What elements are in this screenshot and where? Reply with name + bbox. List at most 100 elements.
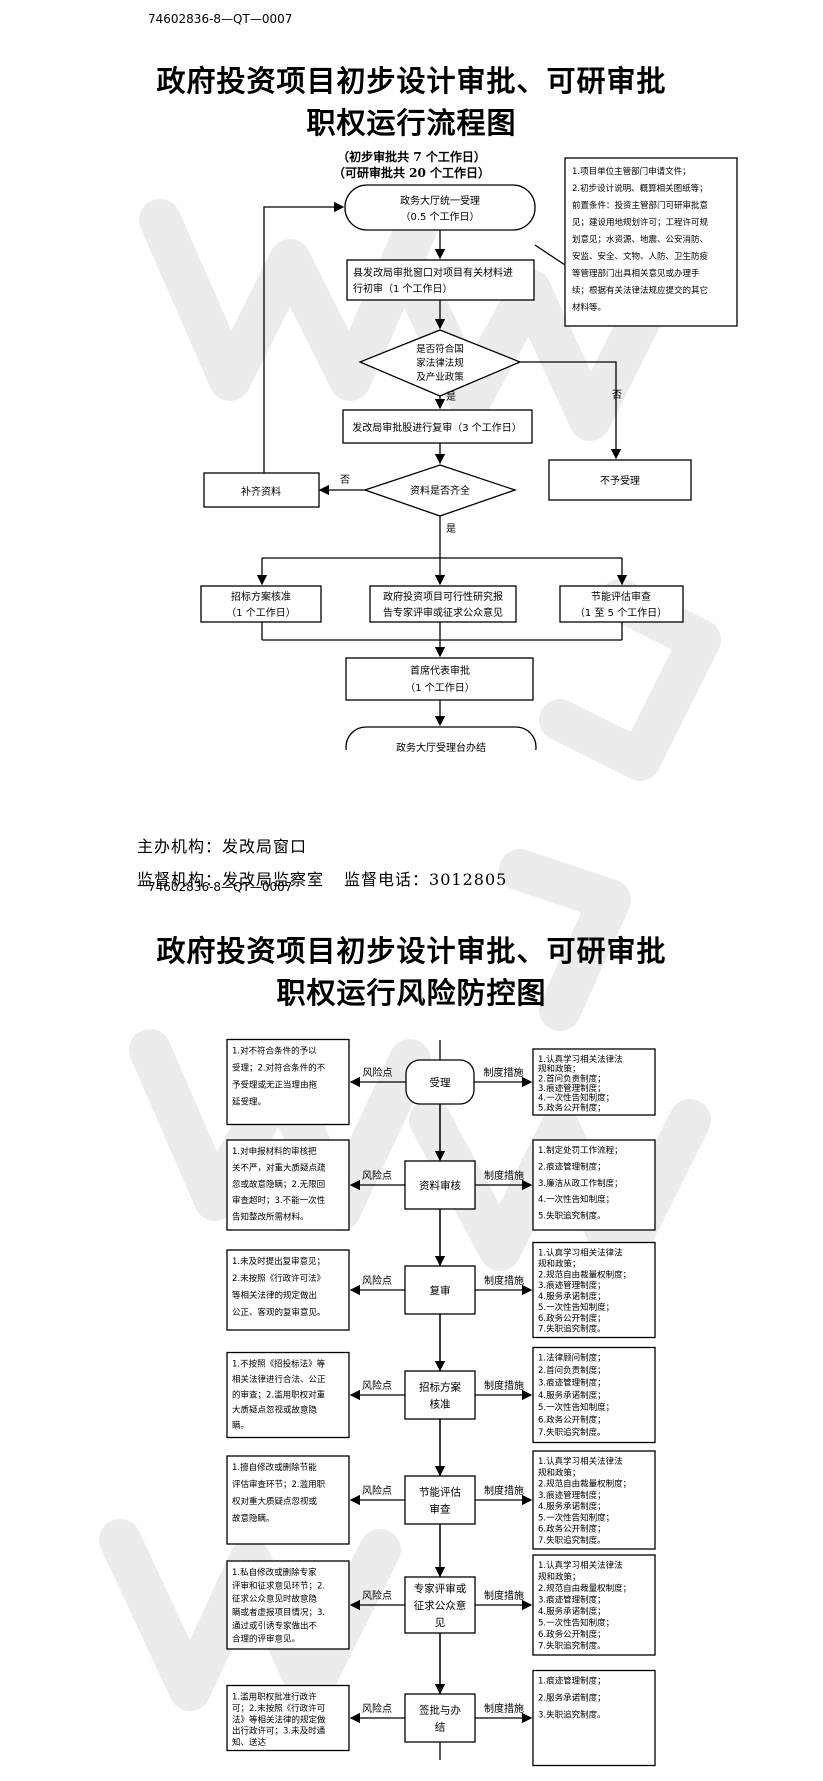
measure-text-line: 5.失职追究制度。: [538, 1211, 606, 1222]
risk-text-line: 审查超时；3.不能一次性: [232, 1195, 326, 1206]
measure-text-line: 3.痕迹管理制度；: [538, 1595, 606, 1606]
measure-text-line: 7.失职追究制度。: [538, 1535, 606, 1546]
step-label: 结: [435, 1721, 446, 1734]
measure-text-line: 3.痕迹管理制度；: [538, 1377, 606, 1388]
risk-box: [226, 1038, 350, 1126]
chief-label-2: （1 个工作日）: [405, 682, 475, 694]
measure-text-line: 5.政务公开制度；: [538, 1102, 606, 1113]
decision-materials-complete: 资料是否齐全: [362, 464, 518, 517]
flow-subtitle-1: （初步审批共 7 个工作日）: [337, 150, 486, 164]
note-line: 安监、安全、文物、人防、卫生防疫: [572, 251, 709, 262]
measure-text-line: 2.首问负责制度；: [538, 1073, 606, 1084]
flow-title-line2: 职权运行流程图: [306, 106, 517, 140]
risk-point-label: 风险点: [362, 1702, 392, 1715]
measure-text-line: 6.政务公开制度；: [538, 1629, 606, 1640]
risk-text-line: 评审和征求意见环节；2.: [232, 1580, 325, 1591]
chief-label-1: 首席代表审批: [410, 664, 470, 677]
risk-row: 专家评审或征求公众意见1.私自修改或删除专家评审和征求意见环节；2.征求公众意见…: [226, 1554, 656, 1695]
measure-label: 制度措施: [484, 1702, 524, 1715]
risk-box: [226, 1249, 350, 1331]
measure-text-line: 5.一次性告知制度；: [538, 1618, 614, 1629]
measure-text-line: 1.认真学习相关法律法: [538, 1456, 623, 1467]
risk-text-line: 可；2.未按照《行政许可: [232, 1703, 326, 1714]
host-org-value: 发改局窗口: [222, 837, 308, 856]
note-line: 前置条件：投资主管部门可研审批意: [572, 200, 708, 211]
risk-text-line: 评估审查环节；2.滥用职: [232, 1479, 326, 1490]
risk-row: 招标方案核准1.不按照《招投标法》等相关法律进行合法、公正的审查；2.滥用职权对…: [226, 1346, 656, 1477]
risk-text-line: 关不严，对重大质疑点疏: [232, 1162, 326, 1173]
measure-text-line: 1.法律顾问制度；: [538, 1353, 606, 1364]
feasibility-review-box: 政府投资项目可行性研究报 告专家评审或征求公众意见: [369, 585, 517, 623]
step-box: [404, 1576, 476, 1634]
decision2-no-label: 否: [340, 474, 350, 486]
risk-text-line: 出行政许可；3.未及时通: [232, 1726, 326, 1737]
measure-text-line: 2.服务承诺制度；: [538, 1693, 606, 1704]
step-box: [404, 1693, 476, 1743]
phone-label: 监督电话：: [344, 870, 430, 889]
step-box: [404, 1475, 476, 1525]
flow-subtitle-2: （可研审批共 20 个工作日）: [332, 166, 491, 180]
decision1-label-1: 是否符合国: [416, 343, 464, 355]
measure-text-line: 4.服务承诺制度；: [538, 1390, 606, 1401]
risk-box: [226, 1560, 350, 1650]
risk-text-line: 受理；2.对符合条件的不: [232, 1063, 326, 1074]
risk-text-line: 相关法律进行合法、公正: [232, 1374, 326, 1385]
end-node-text: 政务大厅受理台办结: [396, 741, 486, 754]
risk-text-line: 1.不按照《招投标法》等: [232, 1359, 326, 1370]
risk-row: 受理1.对不符合条件的予以受理；2.对符合条件的不予受理或无正当理由拖延受理。1…: [226, 1038, 656, 1162]
risk-row: 节能评估审查1.擅自修改或删除节能评估审查环节；2.滥用职权对重大质疑点忽视或故…: [226, 1450, 656, 1578]
risk-text-line: 1.私自修改或删除专家: [232, 1567, 317, 1578]
risk-text-line: 1.对申报材料的审核把: [232, 1146, 317, 1157]
decision2-label: 资料是否齐全: [410, 484, 470, 497]
document-code: 74602836-8—QT—0007: [148, 12, 293, 26]
bid-label-2: （1 个工作日）: [226, 607, 296, 619]
measure-text-line: 规和政策；: [538, 1572, 581, 1583]
measure-text-line: 1.制定处罚工作流程；: [538, 1145, 623, 1156]
risk-text-line: 征求公众意见时故意隐: [232, 1594, 318, 1605]
review-box: 发改局审批股进行复审（3 个工作日）: [342, 409, 533, 444]
measure-text-line: 3.失职追究制度。: [538, 1710, 606, 1721]
measure-text-line: 5.一次性告知制度；: [538, 1402, 614, 1413]
note-line: 2.初步设计说明、概算相关图纸等；: [572, 183, 708, 194]
document-code-2: 74602836-8—QT—0007: [148, 880, 293, 894]
step-label: 资料审核: [419, 1179, 461, 1192]
risk-title-line1: 政府投资项目初步设计审批、可研审批: [156, 934, 667, 968]
risk-text-line: 瞒或者虚报项目情况；3.: [232, 1607, 325, 1618]
risk-point-label: 风险点: [362, 1589, 392, 1602]
measure-text-line: 7.失职追究制度。: [538, 1427, 606, 1438]
risk-text-line: 1.对不符合条件的予以: [232, 1046, 317, 1057]
measure-text-line: 6.政务公开制度；: [538, 1313, 606, 1324]
note-line: 1.项目单位主管部门申请文件；: [572, 166, 691, 177]
measure-label: 制度措施: [484, 1066, 524, 1079]
measure-text-line: 4.服务承诺制度；: [538, 1291, 606, 1302]
energy-assessment-box: 节能评估审查 （1 至 5 个工作日）: [559, 585, 684, 623]
decision1-no-label: 否: [612, 389, 622, 401]
risk-box: [226, 1684, 350, 1752]
measure-text-line: 2.首问负责制度；: [538, 1365, 606, 1376]
measure-label: 制度措施: [484, 1589, 524, 1602]
risk-point-label: 风险点: [362, 1169, 392, 1182]
energy-label-1: 节能评估审查: [591, 590, 651, 603]
measure-text-line: 5.一次性告知制度；: [538, 1302, 614, 1313]
measure-text-line: 1.认真学习相关法律法: [538, 1248, 623, 1259]
host-org-label: 主办机构：: [137, 837, 223, 856]
measure-label: 制度措施: [484, 1379, 524, 1392]
bid-plan-approval-box: 招标方案核准 （1 个工作日）: [200, 585, 322, 623]
risk-text-line: 故意隐瞒。: [232, 1513, 275, 1524]
measure-text-line: 规和政策；: [538, 1467, 581, 1478]
step-label: 专家评审或: [414, 1582, 467, 1595]
required-materials-note: 1.项目单位主管部门申请文件； 2.初步设计说明、概算相关图纸等； 前置条件：投资主…: [564, 157, 738, 327]
step-label: 节能评估: [419, 1486, 461, 1499]
decision1-yes-label: 是: [446, 391, 456, 403]
measure-text-line: 7.失职追究制度。: [538, 1324, 606, 1335]
decision1-label-2: 家法律法规: [416, 357, 464, 369]
step-label: 审查: [430, 1503, 451, 1516]
measure-text-line: 规和政策；: [538, 1064, 581, 1075]
measure-box: [532, 1346, 656, 1444]
step-label: 招标方案: [419, 1381, 461, 1394]
measure-label: 制度措施: [484, 1169, 524, 1182]
risk-row: 复审1.未及时提出复审意见；2.未按照《行政许可法》等相关法律的规定做出公正、客…: [226, 1241, 656, 1372]
risk-text-line: 权对重大质疑点忽视或: [232, 1496, 318, 1507]
step-label: 见: [435, 1617, 446, 1629]
measure-text-line: 4.服务承诺制度；: [538, 1606, 606, 1617]
